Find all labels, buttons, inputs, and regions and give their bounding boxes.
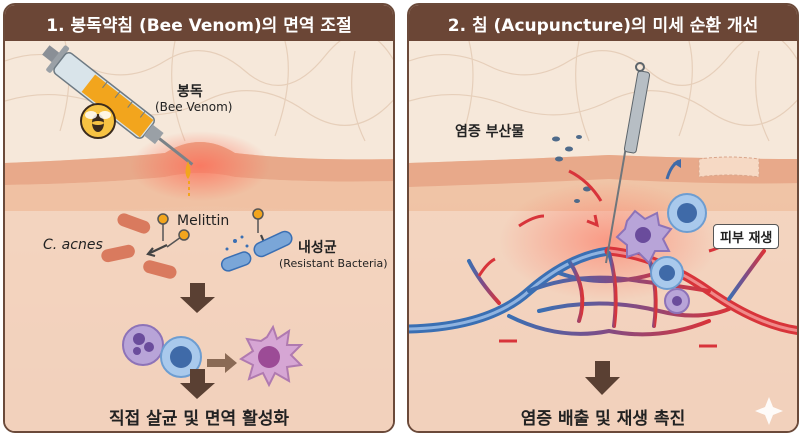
syringe-icon [42, 45, 194, 166]
blood-vessels [409, 246, 797, 337]
acupuncture-panel: 2. 침 (Acupuncture)의 미세 순환 개선 [407, 3, 799, 433]
venom-drop [185, 161, 191, 179]
label-resistant-bacteria-sub: (Resistant Bacteria) [279, 257, 388, 270]
acupuncture-needle-icon [605, 62, 651, 264]
down-arrow-icon [180, 283, 215, 313]
label-c-acnes: C. acnes [43, 237, 103, 253]
label-resistant-bacteria: 내성균 [298, 240, 337, 256]
down-arrow-icon [180, 369, 215, 399]
panel2-title: 2. 침 (Acupuncture)의 미세 순환 개선 [409, 5, 797, 41]
melittin-molecules [157, 208, 264, 248]
acupuncture-illustration [409, 41, 797, 431]
panel1-summary: 직접 살균 및 면역 활성화 [108, 409, 290, 429]
label-bee-venom: 봉독 [177, 84, 203, 100]
sparkle-icon [755, 397, 783, 425]
inflammatory-byproducts [552, 135, 591, 203]
label-skin-regeneration: 피부 재생 [713, 224, 780, 249]
immune-cells [615, 193, 707, 314]
regeneration-area [698, 156, 760, 178]
bee-venom-panel: 1. 봉독약침 (Bee Venom)의 면역 조절 [3, 3, 395, 433]
c-acnes-bacteria [101, 213, 177, 279]
immune-cells [122, 324, 202, 378]
panel2-summary: 염증 배출 및 재생 촉진 [520, 409, 686, 429]
inflammation-glow [130, 131, 270, 201]
epidermis-cells [409, 41, 797, 142]
activation-arrow [207, 353, 237, 373]
bee-icon [80, 103, 116, 139]
down-arrow-icon [585, 361, 620, 395]
outflow-arrows [477, 169, 733, 348]
label-melittin: Melittin [177, 213, 230, 229]
resistant-bacteria [220, 230, 293, 272]
activated-immune-cell [239, 324, 304, 388]
panel1-title: 1. 봉독약침 (Bee Venom)의 면역 조절 [5, 5, 393, 41]
label-bee-venom-sub: (Bee Venom) [155, 100, 233, 114]
bee-venom-illustration [5, 41, 393, 431]
label-inflammatory-byproducts: 염증 부산물 [455, 124, 525, 140]
